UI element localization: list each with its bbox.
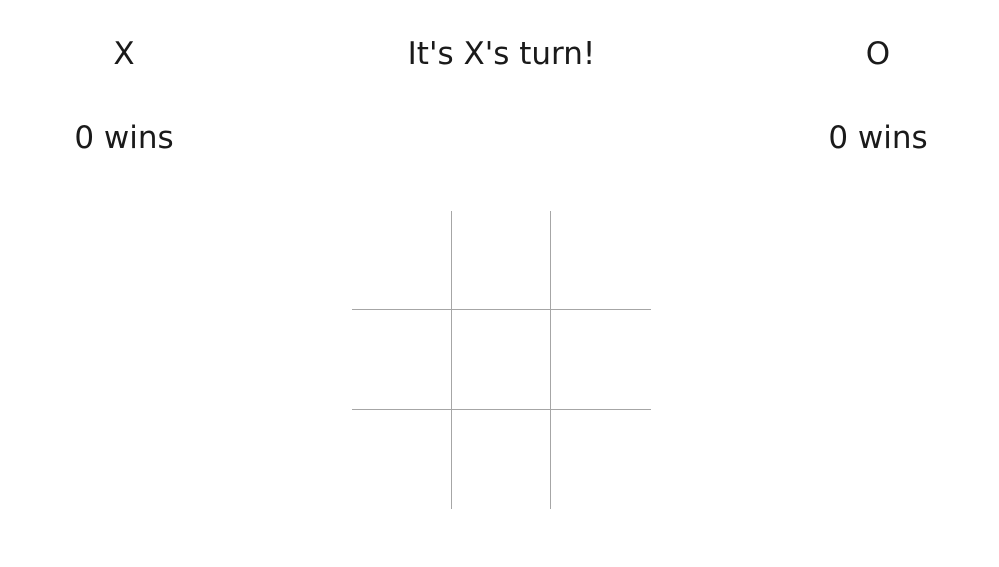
- board-cell[interactable]: [551, 310, 651, 410]
- board-cell[interactable]: [551, 211, 651, 311]
- player-x-wins: 0 wins: [74, 120, 174, 156]
- board-cell[interactable]: [551, 410, 651, 509]
- board-cell[interactable]: [352, 310, 452, 410]
- turn-status: It's X's turn!: [407, 36, 596, 72]
- player-x-label: X: [113, 36, 135, 72]
- board-cell[interactable]: [451, 211, 552, 311]
- board-cell[interactable]: [452, 409, 552, 509]
- game-board: [352, 211, 651, 509]
- board-cell[interactable]: [352, 409, 452, 509]
- player-o-wins: 0 wins: [828, 120, 928, 156]
- board-cell[interactable]: [352, 211, 452, 311]
- board-cell[interactable]: [451, 310, 552, 410]
- player-o-label: O: [865, 36, 891, 72]
